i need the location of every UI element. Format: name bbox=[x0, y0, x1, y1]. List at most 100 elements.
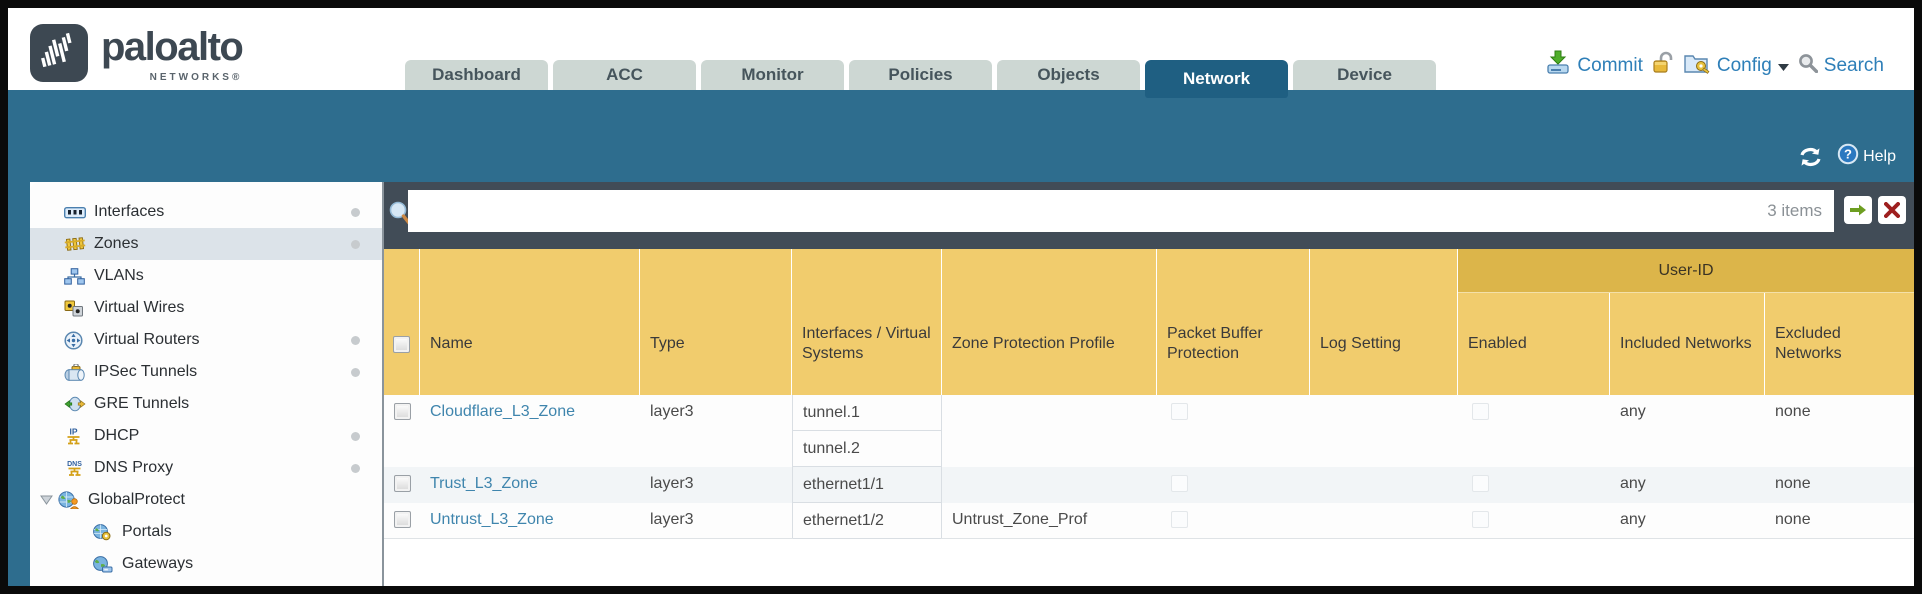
clear-filter-button[interactable] bbox=[1878, 196, 1906, 224]
column-header-enabled[interactable]: Enabled bbox=[1458, 293, 1610, 395]
interface-entry: tunnel.1 bbox=[793, 395, 941, 431]
row-checkbox[interactable] bbox=[393, 511, 411, 528]
status-dot bbox=[351, 367, 360, 377]
interface-entry: ethernet1/2 bbox=[793, 503, 941, 539]
commit-icon bbox=[1545, 50, 1571, 82]
user-id-enabled-cell bbox=[1458, 503, 1610, 538]
config-dropdown[interactable]: Config bbox=[1683, 51, 1789, 81]
zone-protection-profile-cell bbox=[942, 395, 1157, 467]
column-header-name[interactable]: Name bbox=[420, 249, 640, 395]
sidebar-item-gateways[interactable]: Gateways bbox=[30, 548, 382, 580]
sidebar-item-virtual-wires[interactable]: Virtual Wires bbox=[30, 292, 382, 324]
sidebar-item-label: Gateways bbox=[122, 555, 194, 572]
column-header-included-networks[interactable]: Included Networks bbox=[1610, 293, 1765, 395]
zone-name-link[interactable]: Cloudflare_L3_Zone bbox=[430, 403, 575, 420]
included-networks-cell: any bbox=[1620, 403, 1646, 420]
log-setting-cell bbox=[1310, 503, 1458, 538]
header-select-all-cell bbox=[384, 249, 420, 395]
help-button[interactable]: ? Help bbox=[1837, 143, 1896, 170]
sidebar-item-portals[interactable]: Portals bbox=[30, 516, 382, 548]
excluded-networks-cell: none bbox=[1775, 475, 1811, 492]
sidebar-item-ipsec-tunnels[interactable]: IPSec Tunnels bbox=[30, 356, 382, 388]
sidebar-item-zones[interactable]: Zones bbox=[30, 228, 382, 260]
packet-buffer-checkbox[interactable] bbox=[1171, 475, 1188, 492]
sidebar-item-virtual-routers[interactable]: Virtual Routers bbox=[30, 324, 382, 356]
search-label: Search bbox=[1823, 55, 1884, 76]
column-header-interfaces-virtual-systems[interactable]: Interfaces / Virtual Systems bbox=[792, 249, 942, 395]
zone-protection-profile-cell: Untrust_Zone_Prof bbox=[952, 511, 1088, 528]
tab-dashboard[interactable]: Dashboard bbox=[405, 60, 548, 90]
sidebar-item-label: Interfaces bbox=[94, 203, 165, 220]
zone-type-cell: layer3 bbox=[650, 511, 694, 528]
sidebar-item-interfaces[interactable]: Interfaces bbox=[30, 196, 382, 228]
status-dot bbox=[351, 431, 360, 441]
status-dot bbox=[351, 207, 360, 217]
filter-input[interactable] bbox=[408, 190, 1834, 232]
refresh-icon[interactable] bbox=[1798, 146, 1823, 168]
zone-name-link[interactable]: Untrust_L3_Zone bbox=[430, 511, 554, 528]
interface-entry: ethernet1/1 bbox=[793, 467, 941, 503]
excluded-networks-cell: none bbox=[1775, 403, 1811, 420]
chevron-down-icon bbox=[1777, 55, 1789, 77]
apply-filter-button[interactable] bbox=[1844, 196, 1872, 224]
user-id-enabled-cell bbox=[1458, 395, 1610, 467]
commit-button[interactable]: Commit bbox=[1545, 50, 1643, 82]
sidebar-item-vlans[interactable]: VLANs bbox=[30, 260, 382, 292]
brand-name: paloalto bbox=[101, 25, 244, 69]
row-select-cell bbox=[384, 467, 420, 503]
user-id-enabled-checkbox[interactable] bbox=[1472, 475, 1489, 492]
globalprotect-icon bbox=[58, 491, 82, 509]
sidebar-item-gre-tunnels[interactable]: GRE Tunnels bbox=[30, 388, 382, 420]
select-all-checkbox[interactable] bbox=[393, 335, 410, 353]
brand-tagline: NETWORKS® bbox=[149, 72, 243, 83]
commit-label: Commit bbox=[1577, 55, 1643, 76]
row-checkbox[interactable] bbox=[393, 403, 411, 420]
sidebar-item-label: Portals bbox=[122, 523, 172, 540]
expander-triangle-icon[interactable] bbox=[40, 495, 58, 505]
column-header-type[interactable]: Type bbox=[640, 249, 792, 395]
tab-network[interactable]: Network bbox=[1145, 60, 1288, 98]
sidebar-item-globalprotect[interactable]: GlobalProtect bbox=[30, 484, 382, 516]
teal-band: ? Help bbox=[8, 90, 1914, 182]
tab-device[interactable]: Device bbox=[1293, 60, 1436, 90]
tab-objects[interactable]: Objects bbox=[997, 60, 1140, 90]
zone-name-cell: Untrust_L3_Zone bbox=[420, 503, 640, 538]
user-id-enabled-checkbox[interactable] bbox=[1472, 403, 1489, 420]
user-id-enabled-checkbox[interactable] bbox=[1472, 511, 1489, 528]
sidebar-item-label: GRE Tunnels bbox=[94, 395, 190, 412]
dns-proxy-icon: DNS bbox=[64, 459, 88, 478]
column-header-packet-buffer-protection[interactable]: Packet Buffer Protection bbox=[1157, 249, 1310, 395]
row-checkbox[interactable] bbox=[393, 475, 411, 492]
column-header-zone-protection-profile[interactable]: Zone Protection Profile bbox=[942, 249, 1157, 395]
zone-name-link[interactable]: Trust_L3_Zone bbox=[430, 475, 538, 492]
zone-name-cell: Cloudflare_L3_Zone bbox=[420, 395, 640, 467]
interfaces-icon bbox=[64, 205, 88, 220]
tab-monitor[interactable]: Monitor bbox=[701, 60, 844, 90]
brand-logo: paloalto NETWORKS® bbox=[30, 24, 244, 87]
svg-text:DNS: DNS bbox=[67, 461, 82, 468]
packet-buffer-protection-cell bbox=[1157, 503, 1310, 538]
filter-strip: 3 items bbox=[384, 182, 1914, 249]
tab-acc[interactable]: ACC bbox=[553, 60, 696, 90]
search-button[interactable]: Search bbox=[1798, 53, 1884, 79]
packet-buffer-protection-cell bbox=[1157, 467, 1310, 503]
status-dot bbox=[351, 239, 360, 249]
packet-buffer-checkbox[interactable] bbox=[1171, 511, 1188, 528]
vlans-icon bbox=[64, 267, 88, 285]
excluded-networks-cell: none bbox=[1775, 511, 1811, 528]
column-header-excluded-networks[interactable]: Excluded Networks bbox=[1775, 325, 1842, 362]
tab-policies[interactable]: Policies bbox=[849, 60, 992, 90]
packet-buffer-checkbox[interactable] bbox=[1171, 403, 1188, 420]
lock-icon[interactable] bbox=[1652, 51, 1674, 81]
help-label: Help bbox=[1863, 147, 1896, 165]
column-header-log-setting[interactable]: Log Setting bbox=[1310, 249, 1458, 395]
